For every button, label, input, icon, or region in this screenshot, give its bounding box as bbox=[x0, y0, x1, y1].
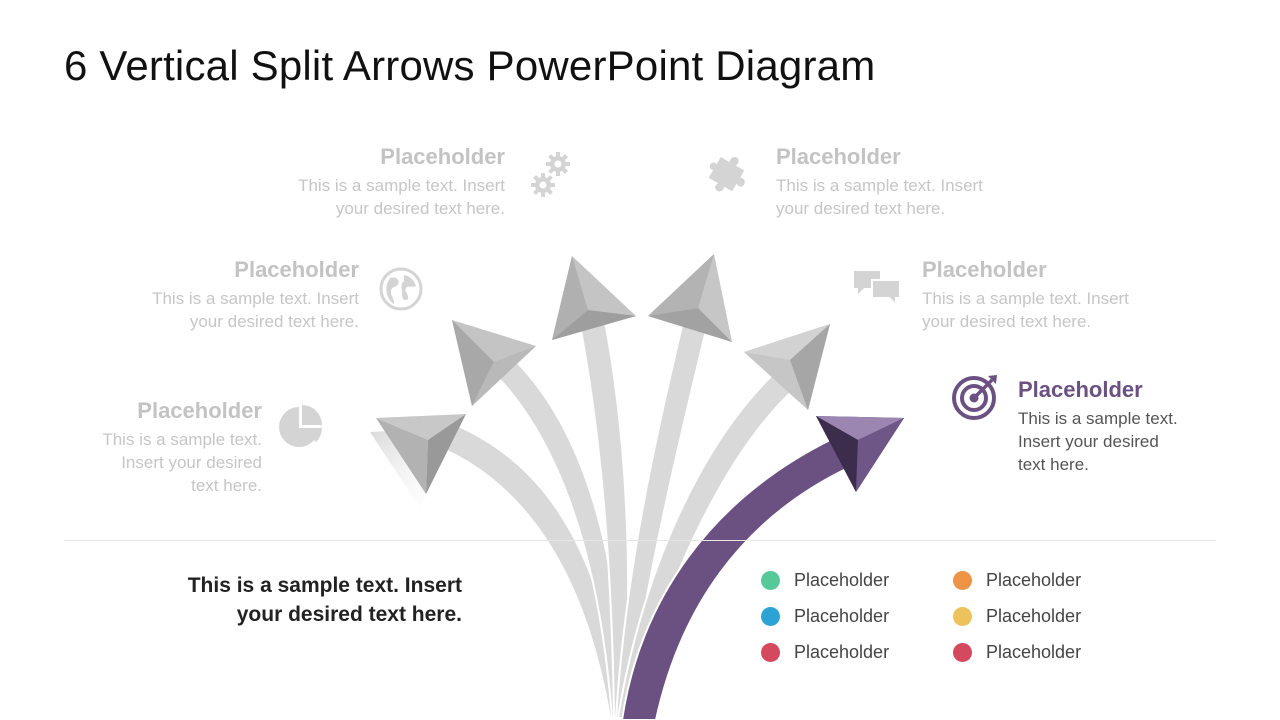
arrowhead-4 bbox=[648, 254, 732, 342]
item-3-text: This is a sample text. Insert your desir… bbox=[246, 174, 505, 220]
item-4-line1: This is a sample text. Insert bbox=[776, 176, 983, 195]
item-1-line3: text here. bbox=[191, 476, 262, 495]
target-icon bbox=[952, 375, 997, 420]
legend-item-3: Placeholder bbox=[761, 641, 889, 663]
arrowhead-5 bbox=[744, 324, 830, 410]
globe-icon bbox=[379, 267, 423, 311]
item-5-line1: This is a sample text. Insert bbox=[922, 289, 1129, 308]
item-5-text: This is a sample text. Insert your desir… bbox=[922, 287, 1182, 333]
item-2-heading: Placeholder bbox=[234, 257, 359, 282]
item-5-heading: Placeholder bbox=[922, 257, 1047, 282]
item-6-line3: text here. bbox=[1018, 455, 1089, 474]
legend-label-3: Placeholder bbox=[794, 641, 890, 662]
legend-label-4: Placeholder bbox=[986, 569, 1082, 590]
item-3-line2: your desired text here. bbox=[335, 199, 505, 218]
pie-chart-icon bbox=[279, 405, 322, 447]
legend-dot-5 bbox=[953, 606, 972, 626]
item-4-line2: your desired text here. bbox=[776, 199, 946, 218]
legend-item-2: Placeholder bbox=[761, 605, 889, 627]
summary-line1: This is a sample text. Insert bbox=[187, 574, 462, 597]
puzzle-icon bbox=[708, 156, 745, 192]
item-5: Placeholder This is a sample text. Inser… bbox=[922, 257, 1182, 333]
legend-dot-4 bbox=[953, 570, 972, 590]
chat-bubbles-icon bbox=[854, 271, 901, 308]
item-4-heading: Placeholder bbox=[776, 144, 901, 169]
summary-line2: your desired text here. bbox=[236, 603, 462, 626]
item-2-line2: your desired text here. bbox=[189, 312, 359, 331]
item-2: Placeholder This is a sample text. Inser… bbox=[100, 257, 359, 333]
item-2-line1: This is a sample text. Insert bbox=[152, 289, 359, 308]
item-3: Placeholder This is a sample text. Inser… bbox=[246, 144, 505, 220]
gears-icon bbox=[531, 152, 570, 197]
item-4-text: This is a sample text. Insert your desir… bbox=[776, 174, 1036, 220]
arrowhead-3 bbox=[552, 256, 636, 340]
legend-dot-3 bbox=[761, 642, 780, 662]
legend-dot-1 bbox=[761, 570, 780, 590]
item-1: Placeholder This is a sample text. Inser… bbox=[60, 398, 262, 497]
item-2-text: This is a sample text. Insert your desir… bbox=[100, 287, 359, 333]
legend-label-2: Placeholder bbox=[794, 605, 890, 626]
item-5-line2: your desired text here. bbox=[922, 312, 1092, 331]
item-1-line1: This is a sample text. bbox=[102, 430, 262, 449]
legend-dot-6 bbox=[953, 642, 972, 662]
arrowhead-1 bbox=[370, 414, 466, 508]
legend-label-6: Placeholder bbox=[986, 641, 1082, 662]
arrowhead-2 bbox=[452, 320, 536, 406]
legend-item-4: Placeholder bbox=[953, 569, 1081, 591]
item-1-heading: Placeholder bbox=[137, 398, 262, 423]
item-6-heading: Placeholder bbox=[1018, 377, 1143, 402]
legend-dot-2 bbox=[761, 606, 780, 626]
item-1-line2: Insert your desired bbox=[121, 453, 262, 472]
item-1-text: This is a sample text. Insert your desir… bbox=[60, 428, 262, 497]
slide-title: 6 Vertical Split Arrows PowerPoint Diagr… bbox=[64, 42, 876, 89]
legend-label-5: Placeholder bbox=[986, 605, 1082, 626]
section-divider bbox=[64, 540, 1216, 541]
legend-item-1: Placeholder bbox=[761, 569, 889, 591]
arrowhead-active bbox=[816, 416, 904, 492]
item-3-heading: Placeholder bbox=[380, 144, 505, 169]
item-4: Placeholder This is a sample text. Inser… bbox=[776, 144, 1036, 220]
item-6-active: Placeholder This is a sample text. Inser… bbox=[1018, 377, 1218, 476]
legend-label-1: Placeholder bbox=[794, 569, 890, 590]
summary-text: This is a sample text. Insert your desir… bbox=[100, 571, 462, 629]
legend-item-6: Placeholder bbox=[953, 641, 1081, 663]
legend-item-5: Placeholder bbox=[953, 605, 1081, 627]
item-6-line2: Insert your desired bbox=[1018, 432, 1159, 451]
item-6-line1: This is a sample text. bbox=[1018, 409, 1178, 428]
item-3-line1: This is a sample text. Insert bbox=[298, 176, 505, 195]
item-6-text: This is a sample text. Insert your desir… bbox=[1018, 407, 1218, 476]
